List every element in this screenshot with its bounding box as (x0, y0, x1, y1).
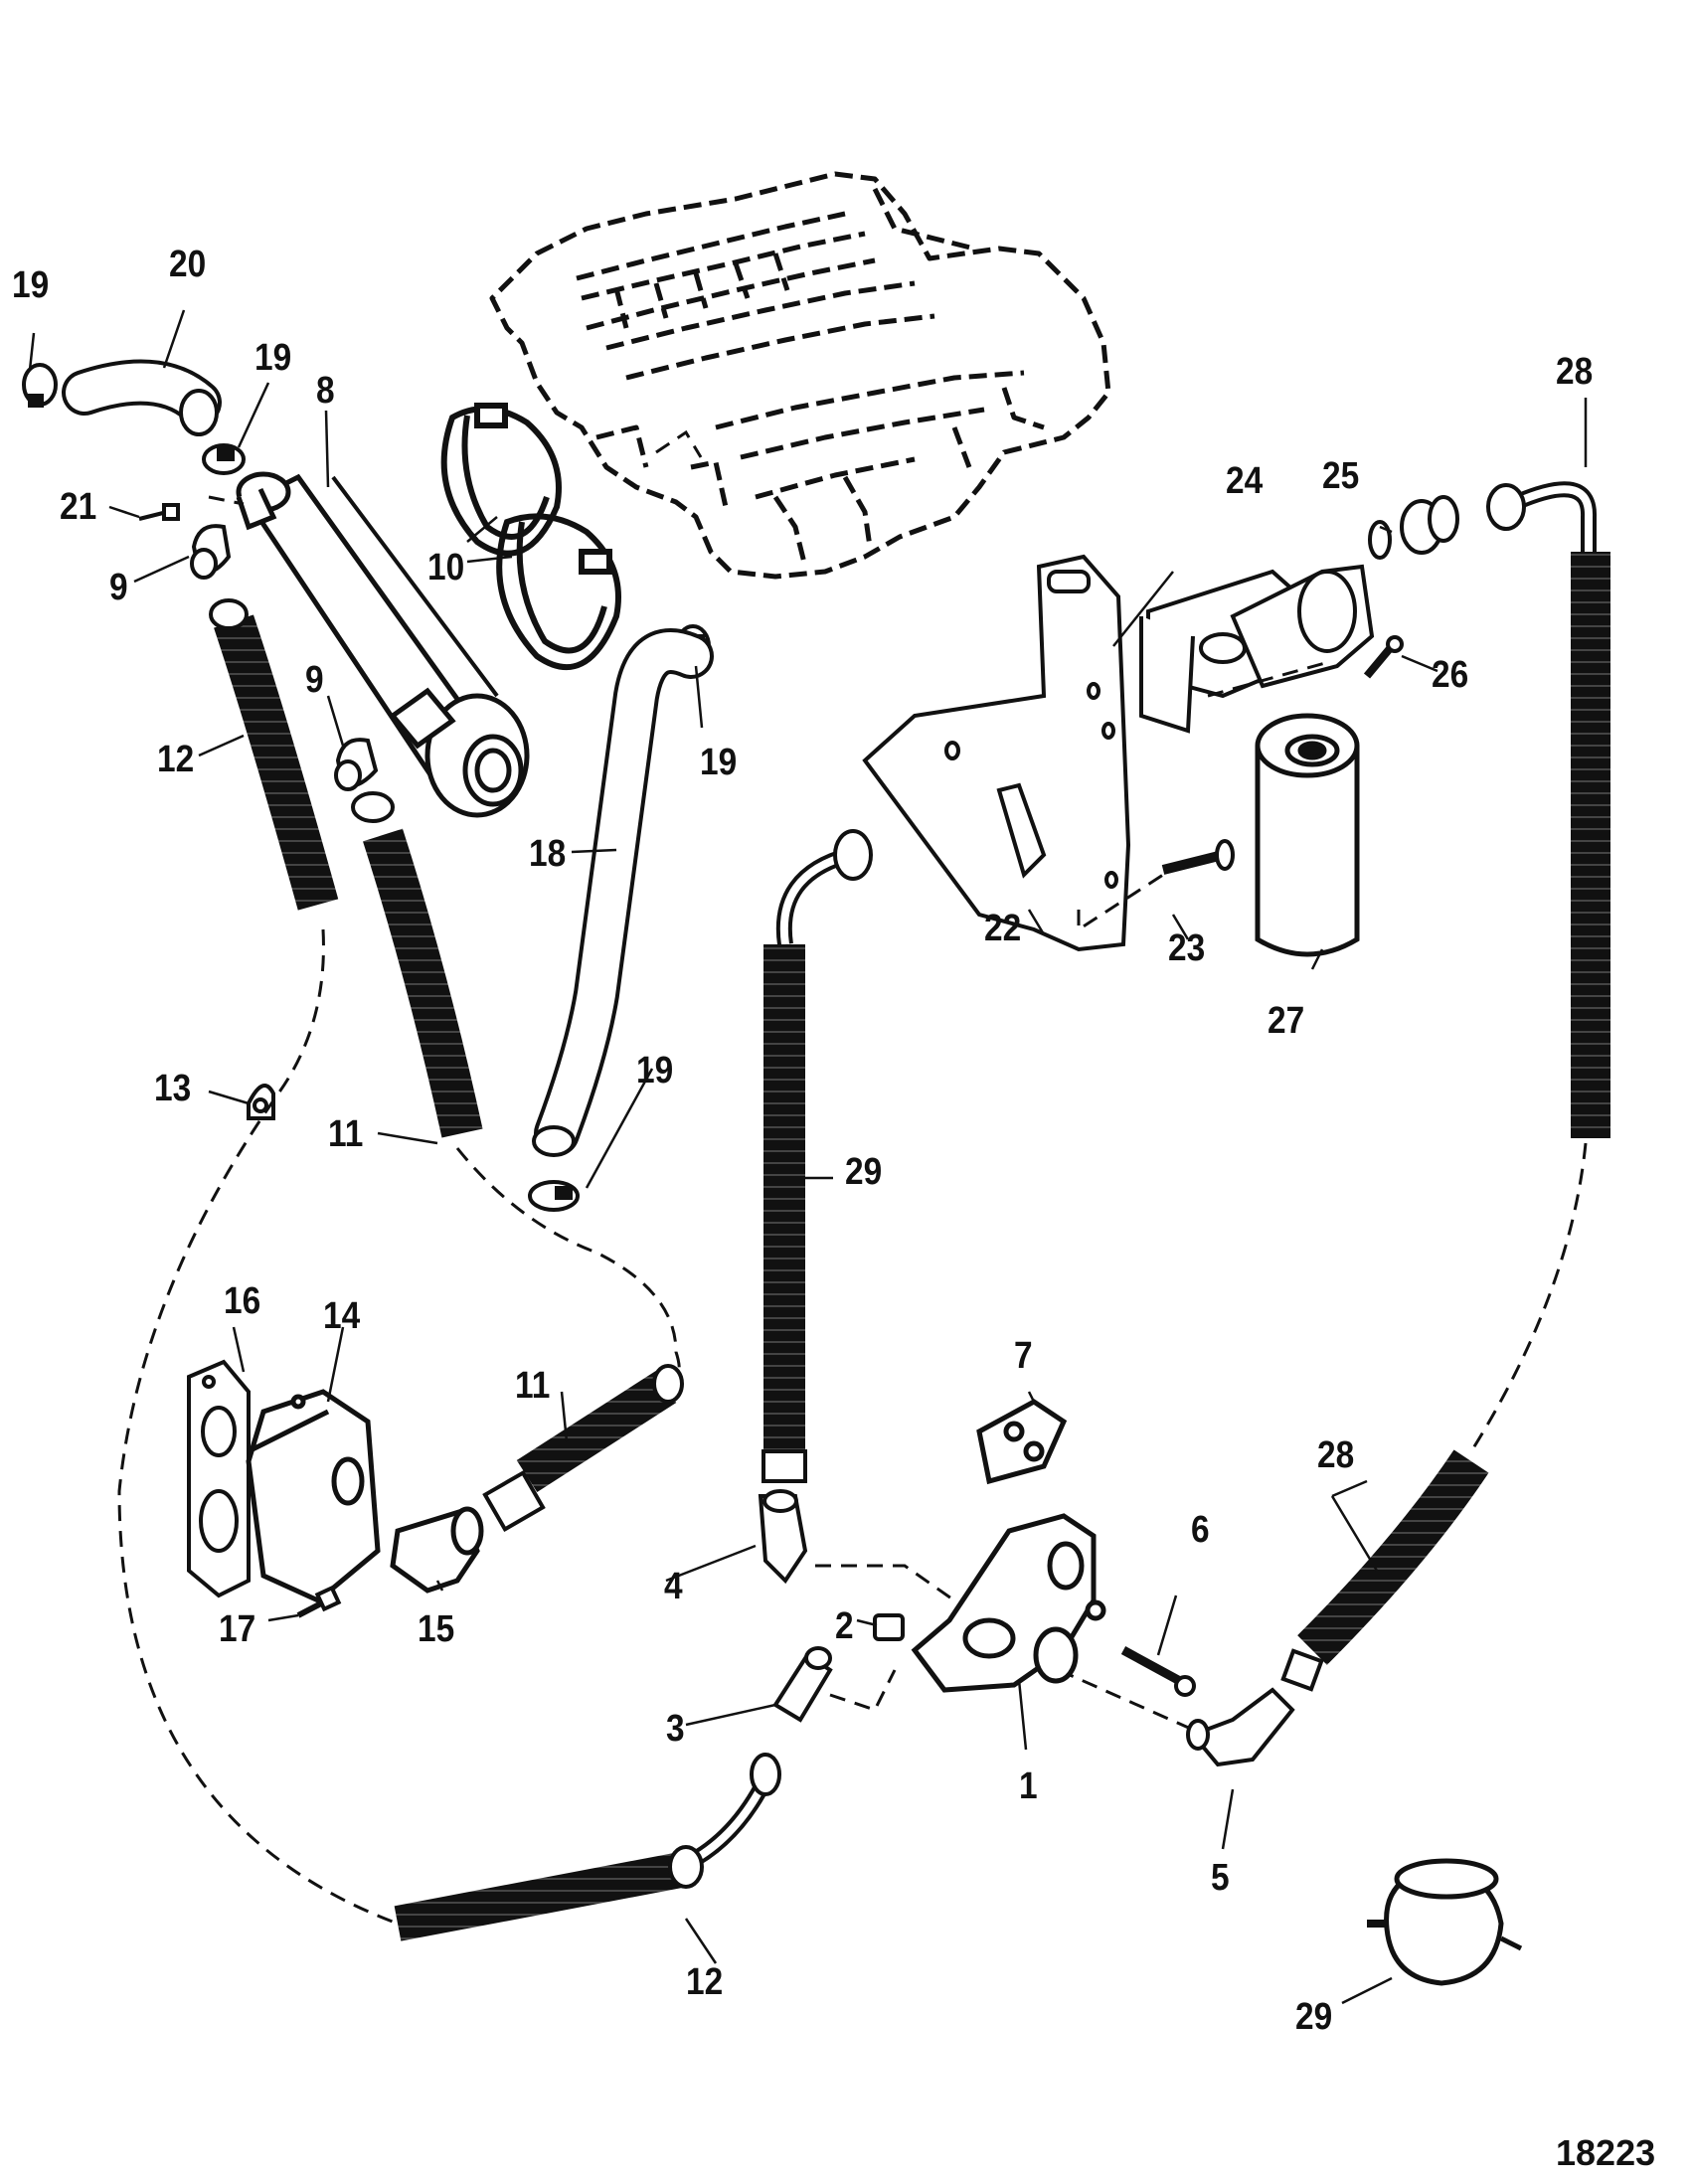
callout-26: 26 (1432, 654, 1469, 696)
hose-clamp-19-b (202, 443, 246, 475)
callout-20: 20 (169, 244, 207, 285)
screw-6 (1120, 1646, 1196, 1697)
elbow-fitting-15 (390, 1506, 484, 1594)
callout-28-b: 28 (1317, 1434, 1355, 1476)
elbow-fitting-4 (758, 1489, 808, 1585)
callout-10: 10 (427, 547, 465, 588)
leader-lines (28, 309, 1588, 2005)
callout-9-b: 9 (305, 659, 324, 701)
plug-2 (873, 1613, 905, 1641)
callout-14: 14 (323, 1295, 361, 1337)
callout-19-c: 19 (700, 742, 738, 783)
cover-plate-14 (246, 1389, 381, 1603)
callout-6: 6 (1191, 1509, 1210, 1551)
callout-29-b: 29 (1295, 1996, 1333, 2038)
hose-28-lower (1280, 1449, 1489, 1692)
callout-19-d: 19 (636, 1050, 674, 1092)
callout-7: 7 (1014, 1335, 1033, 1377)
screw-26 (1363, 635, 1404, 679)
hose-routing-lines (117, 429, 1588, 1926)
callout-23: 23 (1168, 927, 1206, 969)
callout-4: 4 (664, 1566, 683, 1607)
bolt-17 (296, 1585, 342, 1618)
callout-9-a: 9 (109, 567, 128, 608)
callout-24: 24 (1226, 460, 1264, 502)
hose-12-lower (394, 1753, 781, 1941)
figure-number: 18223 (1556, 2132, 1656, 2173)
oil-filter-adapter-1 (911, 1513, 1106, 1693)
hose-11-lower (482, 1364, 684, 1533)
engine-block-phantom (489, 171, 1111, 580)
oil-cooler-8 (236, 471, 530, 818)
callout-18: 18 (529, 833, 567, 875)
callout-19-b: 19 (254, 337, 292, 379)
cooler-bracket-10-b (496, 513, 621, 671)
elbow-fitting-9-b (334, 738, 379, 791)
oil-pressure-sender-29 (1367, 1858, 1523, 1986)
callout-2: 2 (835, 1605, 854, 1647)
callout-3: 3 (666, 1708, 685, 1750)
callout-16: 16 (224, 1280, 261, 1322)
filter-adapter-24 (1139, 564, 1375, 734)
hose-20 (62, 359, 222, 436)
hose-clamp-19-a (22, 363, 58, 408)
callout-21: 21 (60, 486, 97, 528)
hose-clamp-19-d (528, 1180, 580, 1212)
bolt-21 (138, 503, 180, 521)
callout-12-b: 12 (686, 1961, 724, 2003)
callout-17: 17 (219, 1608, 256, 1650)
hose-18 (532, 628, 714, 1157)
elbow-fitting-9-a (190, 524, 232, 580)
callout-12-a: 12 (157, 739, 195, 780)
hose-12-upper (209, 598, 339, 911)
callout-25: 25 (1322, 455, 1360, 497)
callout-13: 13 (154, 1068, 192, 1109)
bolt-23 (1161, 839, 1235, 875)
callout-8: 8 (316, 370, 335, 412)
callout-1: 1 (1019, 1765, 1038, 1807)
callout-11-b: 11 (515, 1365, 551, 1407)
callout-15: 15 (418, 1608, 455, 1650)
fitting-3 (772, 1646, 833, 1723)
oil-filter-27 (1255, 713, 1360, 957)
filter-mount-bracket-22 (862, 554, 1131, 952)
adapter-fitting (1400, 495, 1459, 555)
callout-28-a: 28 (1556, 351, 1594, 393)
hose-29 (761, 829, 873, 1483)
hose-11-upper (351, 791, 483, 1138)
gasket-7 (976, 1399, 1068, 1485)
callout-29-a: 29 (845, 1151, 883, 1193)
o-ring-25 (1368, 520, 1392, 560)
gasket-16 (187, 1359, 251, 1598)
hose-28-upper (1486, 481, 1610, 1138)
callout-19-a: 19 (12, 264, 50, 306)
callout-27: 27 (1268, 1000, 1305, 1042)
elbow-fitting-5 (1186, 1687, 1295, 1767)
callout-22: 22 (984, 908, 1022, 949)
callout-5: 5 (1211, 1857, 1230, 1899)
hose-clip-13 (247, 1084, 275, 1120)
callout-11-a: 11 (328, 1113, 364, 1155)
